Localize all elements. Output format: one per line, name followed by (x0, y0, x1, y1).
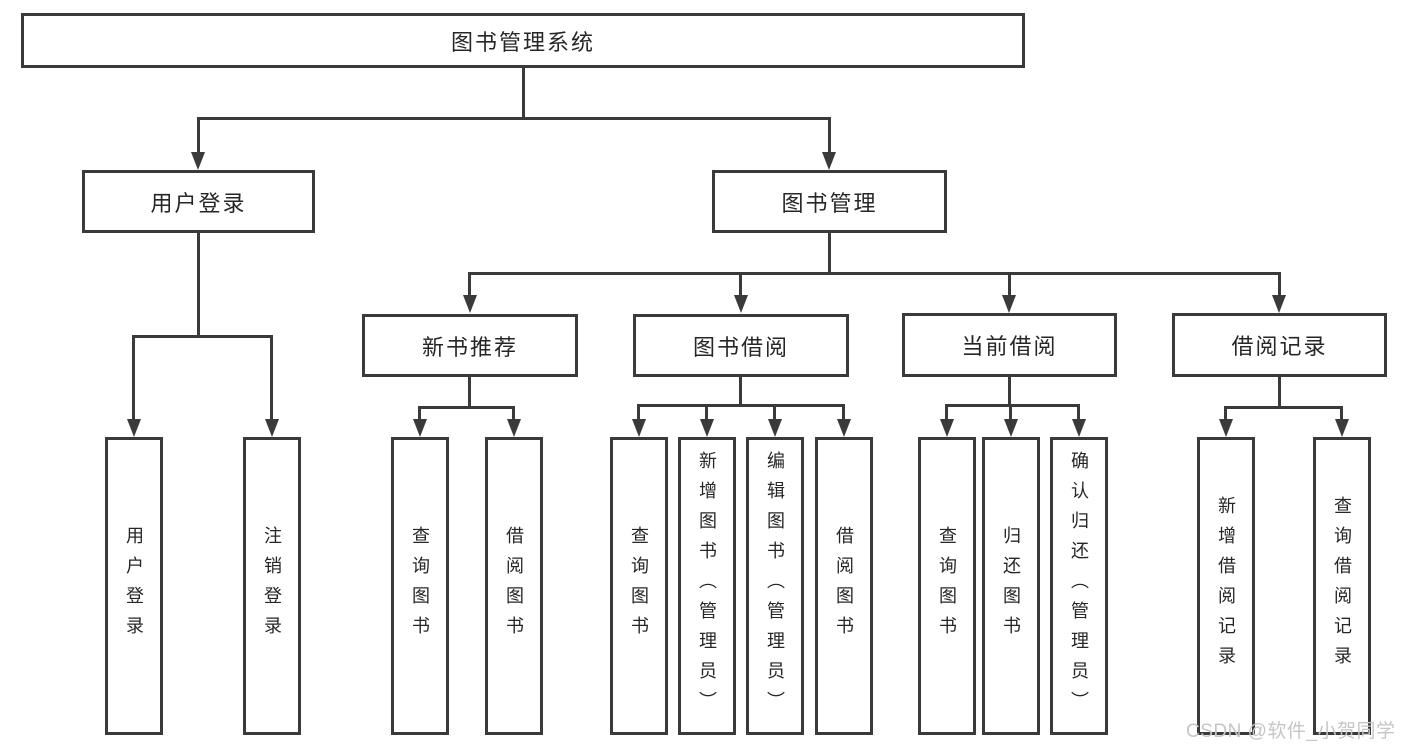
edge-login-bus (132, 335, 273, 338)
leaf-add-books-admin: 新增图书（管理员） (678, 437, 736, 735)
edge-borrow-bus (637, 404, 845, 407)
arrow-down-icon (1004, 419, 1018, 437)
leaf-query-books: 查询图书 (918, 437, 976, 735)
csdn-watermark: CSDN @软件_小贺同学 (1186, 721, 1396, 742)
edge-login-trunk (197, 233, 200, 335)
leaf-query-books: 查询图书 (391, 437, 449, 735)
edge-login-c1-stub (132, 335, 135, 420)
edge-newbook-c2-stub (512, 406, 515, 420)
arrow-down-icon (940, 419, 954, 437)
edge-records-c2-stub (1340, 406, 1343, 420)
edge-mgmt-bus (468, 272, 1280, 275)
edge-root-login-stub (197, 117, 200, 153)
arrow-down-icon (1002, 295, 1016, 313)
edge-newbook-c1-stub (418, 406, 421, 420)
edge-mgmt-trunk (828, 233, 831, 274)
leaf-return-books: 归还图书 (982, 437, 1040, 735)
edge-current-trunk (1008, 377, 1011, 406)
edge-current-c1-stub (945, 404, 948, 420)
arrow-down-icon (265, 419, 279, 437)
leaf-borrow-books: 借阅图书 (815, 437, 873, 735)
leaf-confirm-return-admin: 确认归还（管理员） (1050, 437, 1108, 735)
leaf-borrow-books: 借阅图书 (485, 437, 543, 735)
node-borrow-records: 借阅记录 (1172, 313, 1387, 377)
leaf-query-borrow-record: 查询借阅记录 (1313, 437, 1371, 735)
edge-records-c1-stub (1224, 406, 1227, 420)
arrow-down-icon (1219, 419, 1233, 437)
edge-mgmt-newbook-stub (468, 272, 471, 296)
edge-mgmt-current-stub (1008, 272, 1011, 296)
node-root: 图书管理系统 (21, 13, 1025, 68)
edge-borrow-c2-stub (705, 404, 708, 420)
arrow-down-icon (127, 419, 141, 437)
edge-borrow-c1-stub (637, 404, 640, 420)
edge-root-trunk (522, 68, 525, 119)
edge-current-bus (945, 404, 1080, 407)
node-book-borrow: 图书借阅 (633, 314, 849, 377)
edge-borrow-trunk (739, 377, 742, 406)
arrow-down-icon (413, 419, 427, 437)
edge-current-c2-stub (1009, 404, 1012, 420)
edge-login-c2-stub (270, 335, 273, 420)
node-current-borrow: 当前借阅 (902, 313, 1117, 377)
arrow-down-icon (463, 295, 477, 313)
edge-newbook-trunk (468, 377, 471, 408)
leaf-user-login: 用户登录 (105, 437, 163, 735)
edge-borrow-c4-stub (842, 404, 845, 420)
leaf-logout: 注销登录 (243, 437, 301, 735)
edge-current-c3-stub (1077, 404, 1080, 420)
edge-records-bus (1224, 406, 1343, 409)
leaf-add-borrow-record: 新增借阅记录 (1197, 437, 1255, 735)
edge-mgmt-borrow-stub (739, 272, 742, 296)
leaf-query-books: 查询图书 (610, 437, 668, 735)
edge-root-bus (197, 117, 831, 120)
edge-mgmt-records-stub (1278, 272, 1281, 296)
arrow-down-icon (1272, 295, 1286, 313)
arrow-down-icon (837, 419, 851, 437)
edge-newbook-bus (418, 406, 515, 409)
leaf-edit-books-admin: 编辑图书（管理员） (746, 437, 804, 735)
edge-borrow-c3-stub (773, 404, 776, 420)
node-new-book-recommend: 新书推荐 (362, 314, 578, 377)
arrow-down-icon (734, 295, 748, 313)
arrow-down-icon (700, 419, 714, 437)
arrow-down-icon (1072, 419, 1086, 437)
edge-records-trunk (1278, 377, 1281, 408)
arrow-down-icon (191, 152, 205, 170)
arrow-down-icon (768, 419, 782, 437)
edge-root-mgmt-stub (828, 117, 831, 153)
node-book-management: 图书管理 (712, 170, 947, 233)
node-user-login: 用户登录 (82, 170, 315, 233)
arrow-down-icon (507, 419, 521, 437)
arrow-down-icon (632, 419, 646, 437)
arrow-down-icon (822, 152, 836, 170)
arrow-down-icon (1335, 419, 1349, 437)
